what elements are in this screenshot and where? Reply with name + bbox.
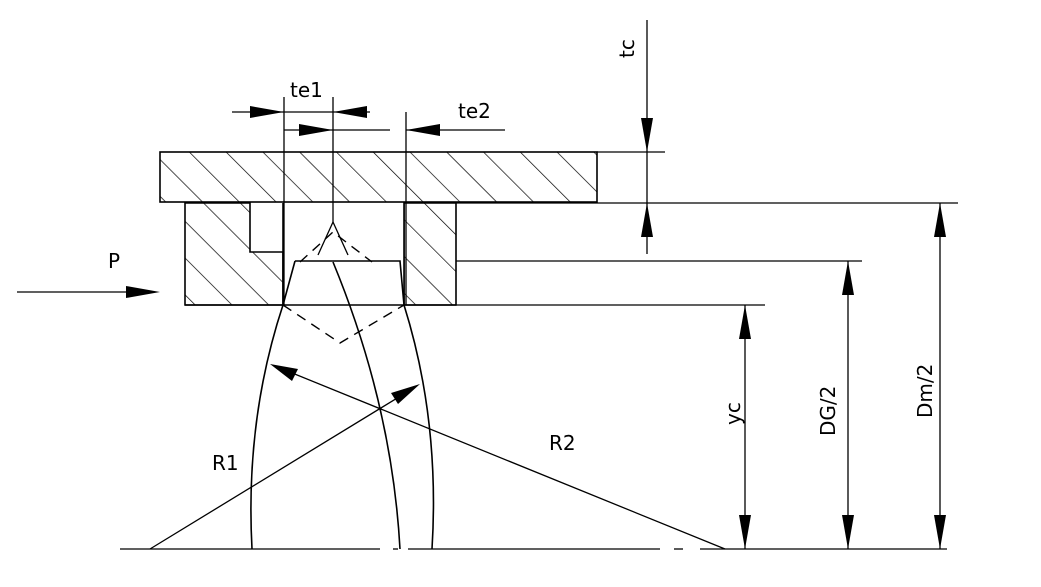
dg2-dimension (842, 261, 854, 549)
yc-dimension (739, 305, 751, 549)
label-p: P (108, 249, 120, 273)
label-r2: R2 (549, 431, 576, 455)
label-dm2: Dm/2 (913, 364, 937, 418)
force-arrow-p (17, 286, 160, 298)
te1-dimension (232, 106, 505, 136)
label-te1: te1 (290, 78, 323, 102)
label-tc: tc (615, 39, 639, 58)
label-te2: te2 (458, 99, 491, 123)
radius-arcs (250, 261, 435, 550)
top-flange-plate (159, 151, 598, 203)
label-yc: yc (721, 402, 745, 425)
label-dg2: DG/2 (816, 386, 840, 436)
dm2-dimension (934, 203, 946, 549)
radius-leaders (149, 364, 726, 550)
seal-groove (282, 153, 405, 344)
reference-lines (120, 97, 958, 550)
label-r1: R1 (212, 451, 239, 475)
hub-body (184, 202, 457, 306)
tc-dimension (641, 20, 653, 254)
